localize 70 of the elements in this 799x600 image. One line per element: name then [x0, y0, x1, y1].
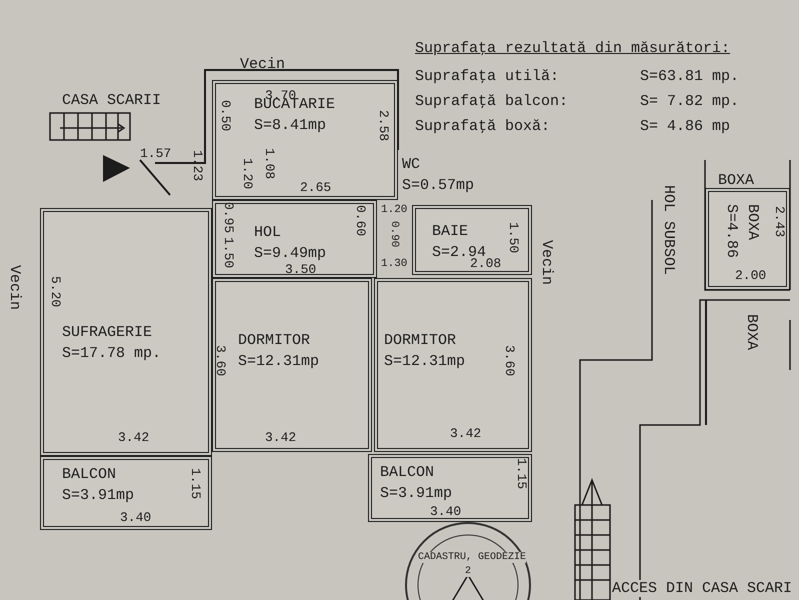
- room-area: [40, 208, 212, 456]
- dimension-label: 1.15: [514, 458, 529, 490]
- dimension-label: 1.15: [188, 468, 203, 500]
- neighbour-label: Vecin: [6, 265, 23, 310]
- dimension-label: 3.50: [285, 262, 316, 277]
- dimension-label: 1.23: [190, 150, 205, 182]
- dimension-label: 3.60: [502, 345, 517, 376]
- stamp-text: 2: [465, 566, 472, 577]
- dimension-label: 3.42: [450, 426, 482, 441]
- room-area: [374, 278, 532, 452]
- dimension-label: 3.42: [118, 430, 150, 445]
- room-name: BOXA: [744, 204, 761, 242]
- dimension-label: 1.30: [381, 258, 408, 270]
- room-area: [212, 200, 377, 278]
- dimension-label: 0.50: [218, 100, 233, 132]
- room-area: [705, 188, 790, 290]
- room-name: BAIE: [432, 223, 470, 240]
- room-area: [212, 278, 372, 452]
- area-label: S=4.86: [723, 204, 740, 258]
- dimension-label: 0.60: [353, 205, 368, 236]
- room-name: BOXA: [743, 314, 760, 350]
- room-name: CASA SCARII: [62, 92, 162, 109]
- room-name: HOL: [254, 224, 282, 241]
- room-name: BOXA: [718, 172, 754, 189]
- dimension-label: 5.20: [48, 276, 63, 308]
- dimension-label: 1.57: [140, 146, 172, 161]
- room-name: DORMITOR: [238, 332, 312, 349]
- area-label: S=0.57mp: [402, 177, 474, 194]
- dimension-label: 3.40: [430, 504, 462, 519]
- neighbour-label: Vecin: [240, 56, 286, 73]
- dimension-label: 1.08: [262, 148, 277, 180]
- area-label: S=12.31mp: [238, 353, 320, 370]
- room-name: BALCON: [62, 466, 118, 483]
- dimension-label: 3.60: [213, 345, 228, 376]
- stamp-text: CADASTRU, GEODEZIE: [418, 552, 526, 563]
- table-heading: Suprafaţa rezultată din măsurători:: [415, 40, 730, 57]
- table-label: Suprafaţă balcon:: [415, 93, 568, 110]
- dimension-label: 1.50: [506, 222, 521, 254]
- dimension-label: 2.43: [772, 206, 787, 238]
- table-label: Suprafaţă boxă:: [415, 118, 550, 135]
- room-area: [212, 80, 398, 200]
- dimension-label: 2.00: [735, 268, 766, 283]
- dimension-label: 3.42: [265, 430, 296, 445]
- area-label: S=8.41mp: [254, 117, 328, 134]
- dimension-label: 1.20: [240, 158, 255, 190]
- table-value: S= 4.86 mp: [640, 118, 730, 135]
- room-area: [40, 456, 212, 530]
- dimension-label: 3.40: [120, 510, 152, 525]
- area-label: S=9.49mp: [254, 245, 326, 262]
- room-area: [412, 205, 532, 275]
- area-label: S=3.91mp: [62, 487, 134, 504]
- neighbour-label: Vecin: [538, 240, 555, 286]
- table-label: Suprafaţa utilă:: [415, 68, 560, 85]
- area-label: S=17.78 mp.: [62, 345, 162, 362]
- dimension-label: 1.50: [221, 237, 236, 268]
- dimension-label: 2.65: [300, 180, 332, 195]
- dimension-label: 1.20: [381, 204, 408, 216]
- room-name: DORMITOR: [384, 332, 458, 349]
- room-name: BALCON: [380, 464, 436, 481]
- area-label: S=3.91mp: [380, 485, 452, 502]
- room-name: WC: [402, 156, 422, 173]
- room-name: SUFRAGERIE: [62, 324, 154, 341]
- area-label: S=12.31mp: [384, 353, 466, 370]
- dimension-label: 0.90: [388, 221, 400, 248]
- dimension-label: 2.58: [376, 110, 391, 142]
- room-name: HOL SUBSOL: [660, 185, 677, 276]
- room-area: [368, 454, 532, 522]
- table-value: S= 7.82 mp.: [640, 93, 740, 110]
- note-text: ACCES DIN CASA SCARI: [612, 580, 792, 597]
- table-value: S=63.81 mp.: [640, 68, 740, 85]
